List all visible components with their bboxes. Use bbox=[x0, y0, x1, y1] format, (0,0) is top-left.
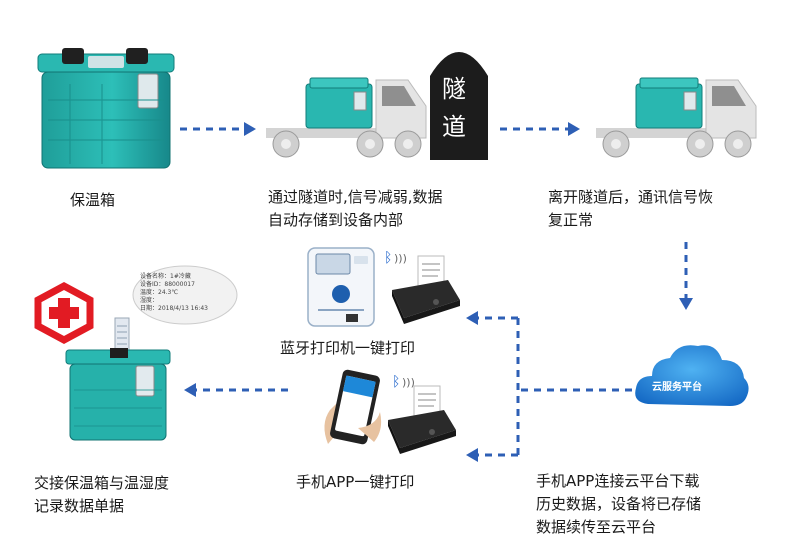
signal-waves-icon: ))) bbox=[394, 252, 407, 265]
truck-after-tunnel-image bbox=[588, 72, 760, 164]
temperature-logger-device bbox=[306, 246, 376, 328]
arrowhead bbox=[244, 122, 256, 136]
receipt-line: 日期：2018/4/13 16:43 bbox=[140, 305, 208, 312]
truck-in-tunnel-image bbox=[258, 72, 430, 164]
tunnel-shape bbox=[428, 42, 490, 160]
caption-handover-1: 交接保温箱与温湿度 bbox=[34, 474, 170, 492]
receipt-line: 设备ID：88000017 bbox=[140, 281, 195, 288]
tunnel-char-1: 隧 bbox=[442, 75, 466, 103]
bluetooth-icon-2: ᛒ bbox=[392, 374, 401, 390]
mobile-printer-image bbox=[384, 384, 464, 456]
tunnel-char-2: 道 bbox=[442, 113, 466, 141]
caption-app-print: 手机APP一键打印 bbox=[296, 473, 415, 491]
arrowhead bbox=[184, 383, 196, 397]
arrowhead bbox=[466, 448, 478, 462]
receipt-text: 设备名称：1#冷藏 设备ID：88000017 温度：24.3℃ 湿度： 日期：… bbox=[140, 273, 234, 313]
receipt-line: 湿度： bbox=[140, 297, 159, 304]
caption-cloud-download-1: 手机APP连接云平台下载 bbox=[536, 472, 700, 490]
caption-tunnel-exit-2: 复正常 bbox=[548, 211, 594, 229]
cloud-label: 云服务平台 bbox=[652, 382, 702, 393]
caption-tunnel-weak-1: 通过隧道时,信号减弱,数据 bbox=[268, 188, 443, 206]
caption-handover-2: 记录数据单据 bbox=[34, 497, 125, 515]
caption-cloud-download-2: 历史数据，设备将已存储 bbox=[536, 495, 702, 513]
red-cross-icon bbox=[30, 282, 98, 344]
receipt-bubble bbox=[132, 265, 238, 325]
phone-in-hand-image bbox=[318, 368, 398, 450]
bluetooth-printer-image bbox=[388, 254, 464, 326]
receipt-line: 温度：24.3℃ bbox=[140, 289, 179, 296]
receipt-line: 设备名称：1#冷藏 bbox=[140, 273, 191, 280]
arrowhead bbox=[568, 122, 580, 136]
cloud-platform-icon bbox=[630, 338, 754, 424]
arrowhead bbox=[466, 311, 478, 325]
caption-tunnel-weak-2: 自动存储到设备内部 bbox=[268, 211, 404, 229]
caption-cloud-download-3: 数据续传至云平台 bbox=[536, 518, 657, 536]
bluetooth-icon: ᛒ bbox=[384, 250, 393, 266]
caption-cooler: 保温箱 bbox=[70, 191, 116, 209]
signal-waves-icon-2: ))) bbox=[402, 376, 415, 389]
caption-bt-print: 蓝牙打印机一键打印 bbox=[280, 339, 416, 357]
arrowhead bbox=[679, 298, 693, 310]
cooler-box-image bbox=[30, 44, 182, 172]
caption-tunnel-exit-1: 离开隧道后，通讯信号恢 bbox=[548, 188, 714, 206]
handover-cooler-image bbox=[60, 346, 176, 444]
